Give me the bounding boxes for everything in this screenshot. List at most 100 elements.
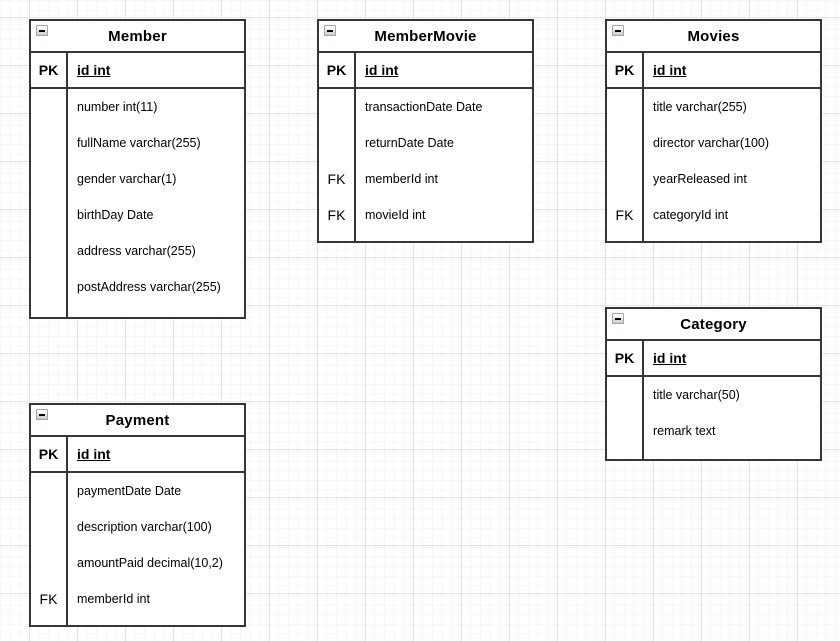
attribute-field: title varchar(255) [653,100,747,114]
key-column-spacer [607,449,644,459]
field-column-spacer [356,233,532,241]
primary-key-row[interactable]: PK id int [31,53,244,89]
key-label [31,545,68,581]
attribute-row[interactable]: fullName varchar(255) [31,125,244,161]
pk-label: PK [31,53,68,87]
attribute-field: address varchar(255) [77,244,196,258]
entity-header[interactable]: Category [607,309,820,341]
key-label [31,473,68,509]
attribute-field: birthDay Date [77,208,154,222]
field-column-spacer [68,617,244,625]
entity-footer-spacer [31,305,244,317]
entity-footer-spacer [31,617,244,625]
key-label [319,125,356,161]
key-label [31,197,68,233]
collapse-icon[interactable] [36,409,48,420]
pk-field: id int [77,446,111,462]
attribute-field: fullName varchar(255) [77,136,201,150]
minus-icon [39,29,45,32]
primary-key-row[interactable]: PK id int [31,437,244,473]
primary-key-row[interactable]: PK id int [319,53,532,89]
attribute-field: director varchar(100) [653,136,770,150]
key-label [31,269,68,305]
attribute-field: yearReleased int [653,172,747,186]
key-label [607,377,644,413]
attribute-row[interactable]: transactionDate Date [319,89,532,125]
pk-label: PK [31,437,68,471]
table-title: Payment [105,411,170,429]
attribute-field: gender varchar(1) [77,172,177,186]
attribute-field: transactionDate Date [365,100,483,114]
minus-icon [615,29,621,32]
attribute-field: number int(11) [77,100,158,114]
attribute-row[interactable]: description varchar(100) [31,509,244,545]
pk-label: PK [319,53,356,87]
key-label [31,233,68,269]
pk-field: id int [365,62,399,78]
key-label: FK [31,581,68,617]
attribute-field: description varchar(100) [77,520,212,534]
attribute-row[interactable]: title varchar(255) [607,89,820,125]
attribute-row[interactable]: yearReleased int [607,161,820,197]
collapse-icon[interactable] [612,313,624,324]
attribute-row[interactable]: director varchar(100) [607,125,820,161]
attribute-row[interactable]: FK memberId int [31,581,244,617]
attribute-field: paymentDate Date [77,484,182,498]
attribute-field: memberId int [77,592,150,606]
entity-header[interactable]: Payment [31,405,244,437]
collapse-icon[interactable] [324,25,336,36]
key-label [31,125,68,161]
minus-icon [39,413,45,416]
attribute-field: postAddress varchar(255) [77,280,221,294]
entity-footer-spacer [607,449,820,459]
entity-footer-spacer [319,233,532,241]
minus-icon [327,29,333,32]
field-column-spacer [644,233,820,241]
key-column-spacer [31,305,68,317]
pk-label: PK [607,341,644,375]
key-column-spacer [31,617,68,625]
table-title: Member [108,27,167,45]
key-label: FK [607,197,644,233]
pk-label: PK [607,53,644,87]
key-label: FK [319,197,356,233]
key-column-spacer [319,233,356,241]
key-label: FK [319,161,356,197]
attribute-row[interactable]: remark text [607,413,820,449]
attribute-row[interactable]: title varchar(50) [607,377,820,413]
key-label [607,89,644,125]
table-title: Category [680,315,747,333]
attribute-row[interactable]: amountPaid decimal(10,2) [31,545,244,581]
entity-header[interactable]: Movies [607,21,820,53]
attribute-row[interactable]: returnDate Date [319,125,532,161]
attribute-row[interactable]: postAddress varchar(255) [31,269,244,305]
attribute-row[interactable]: birthDay Date [31,197,244,233]
key-label [607,161,644,197]
minus-icon [615,317,621,320]
attribute-row[interactable]: paymentDate Date [31,473,244,509]
attribute-row[interactable]: gender varchar(1) [31,161,244,197]
entity-header[interactable]: MemberMovie [319,21,532,53]
collapse-icon[interactable] [36,25,48,36]
attribute-row[interactable]: number int(11) [31,89,244,125]
attribute-row[interactable]: address varchar(255) [31,233,244,269]
collapse-icon[interactable] [612,25,624,36]
entity-header[interactable]: Member [31,21,244,53]
attribute-row[interactable]: FK memberId int [319,161,532,197]
table-title: MemberMovie [374,27,477,45]
attribute-field: memberId int [365,172,438,186]
pk-field: id int [77,62,111,78]
attribute-field: amountPaid decimal(10,2) [77,556,223,570]
key-label [31,509,68,545]
key-label [31,161,68,197]
